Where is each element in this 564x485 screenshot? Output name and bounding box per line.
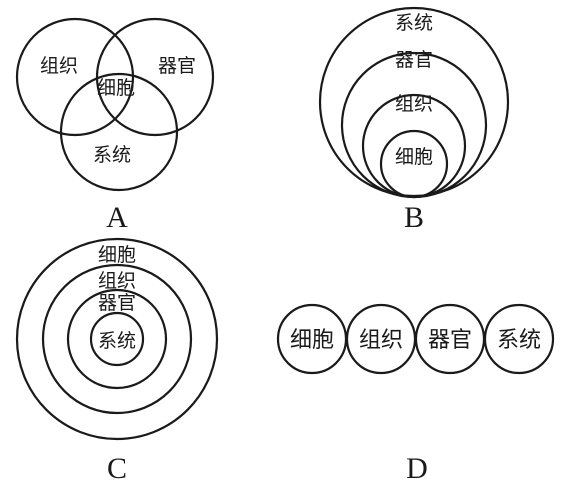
circle-c-xitong <box>89 311 145 367</box>
label-d-zuzhi: 组织 <box>359 328 403 353</box>
label-b-zuzhi: 组织 <box>395 93 433 115</box>
diagram-d: 细胞 组织 器官 系统 D <box>276 303 555 485</box>
circle-c-xibao <box>15 237 219 441</box>
label-b-xitong: 系统 <box>395 12 433 34</box>
letter-a: A <box>106 201 128 234</box>
circle-c-qiguan <box>66 288 168 390</box>
label-a-zuzhi: 组织 <box>40 55 78 77</box>
label-c-xitong: 系统 <box>98 330 136 352</box>
letter-c: C <box>107 452 127 485</box>
label-a-xibao: 细胞 <box>97 77 135 99</box>
label-d-xitong: 系统 <box>497 328 541 353</box>
label-b-qiguan: 器官 <box>395 49 433 71</box>
circle-c-zuzhi <box>41 263 193 415</box>
label-d-qiguan: 器官 <box>428 328 472 353</box>
circle-a-zuzhi <box>15 17 135 137</box>
label-a-qiguan: 器官 <box>158 55 196 77</box>
label-a-xitong: 系统 <box>93 144 131 166</box>
circle-a-xitong <box>59 72 179 192</box>
label-c-zuzhi: 组织 <box>98 270 136 292</box>
diagram-a: 组织 器官 细胞 系统 A <box>15 17 215 234</box>
letter-b: B <box>404 201 424 234</box>
circle-d-xitong <box>483 303 555 375</box>
circle-b-qiguan <box>340 51 488 199</box>
label-c-qiguan: 器官 <box>98 292 136 314</box>
label-b-xibao: 细胞 <box>395 146 433 168</box>
circle-a-qiguan <box>95 17 215 137</box>
label-d-xibao: 细胞 <box>290 328 334 353</box>
diagram-c: 细胞 组织 器官 系统 C <box>15 237 219 485</box>
label-c-xibao: 细胞 <box>98 244 136 266</box>
circle-b-xibao <box>379 129 449 199</box>
letter-d: D <box>406 452 428 485</box>
diagram-b: 系统 器官 组织 细胞 B <box>318 6 510 234</box>
